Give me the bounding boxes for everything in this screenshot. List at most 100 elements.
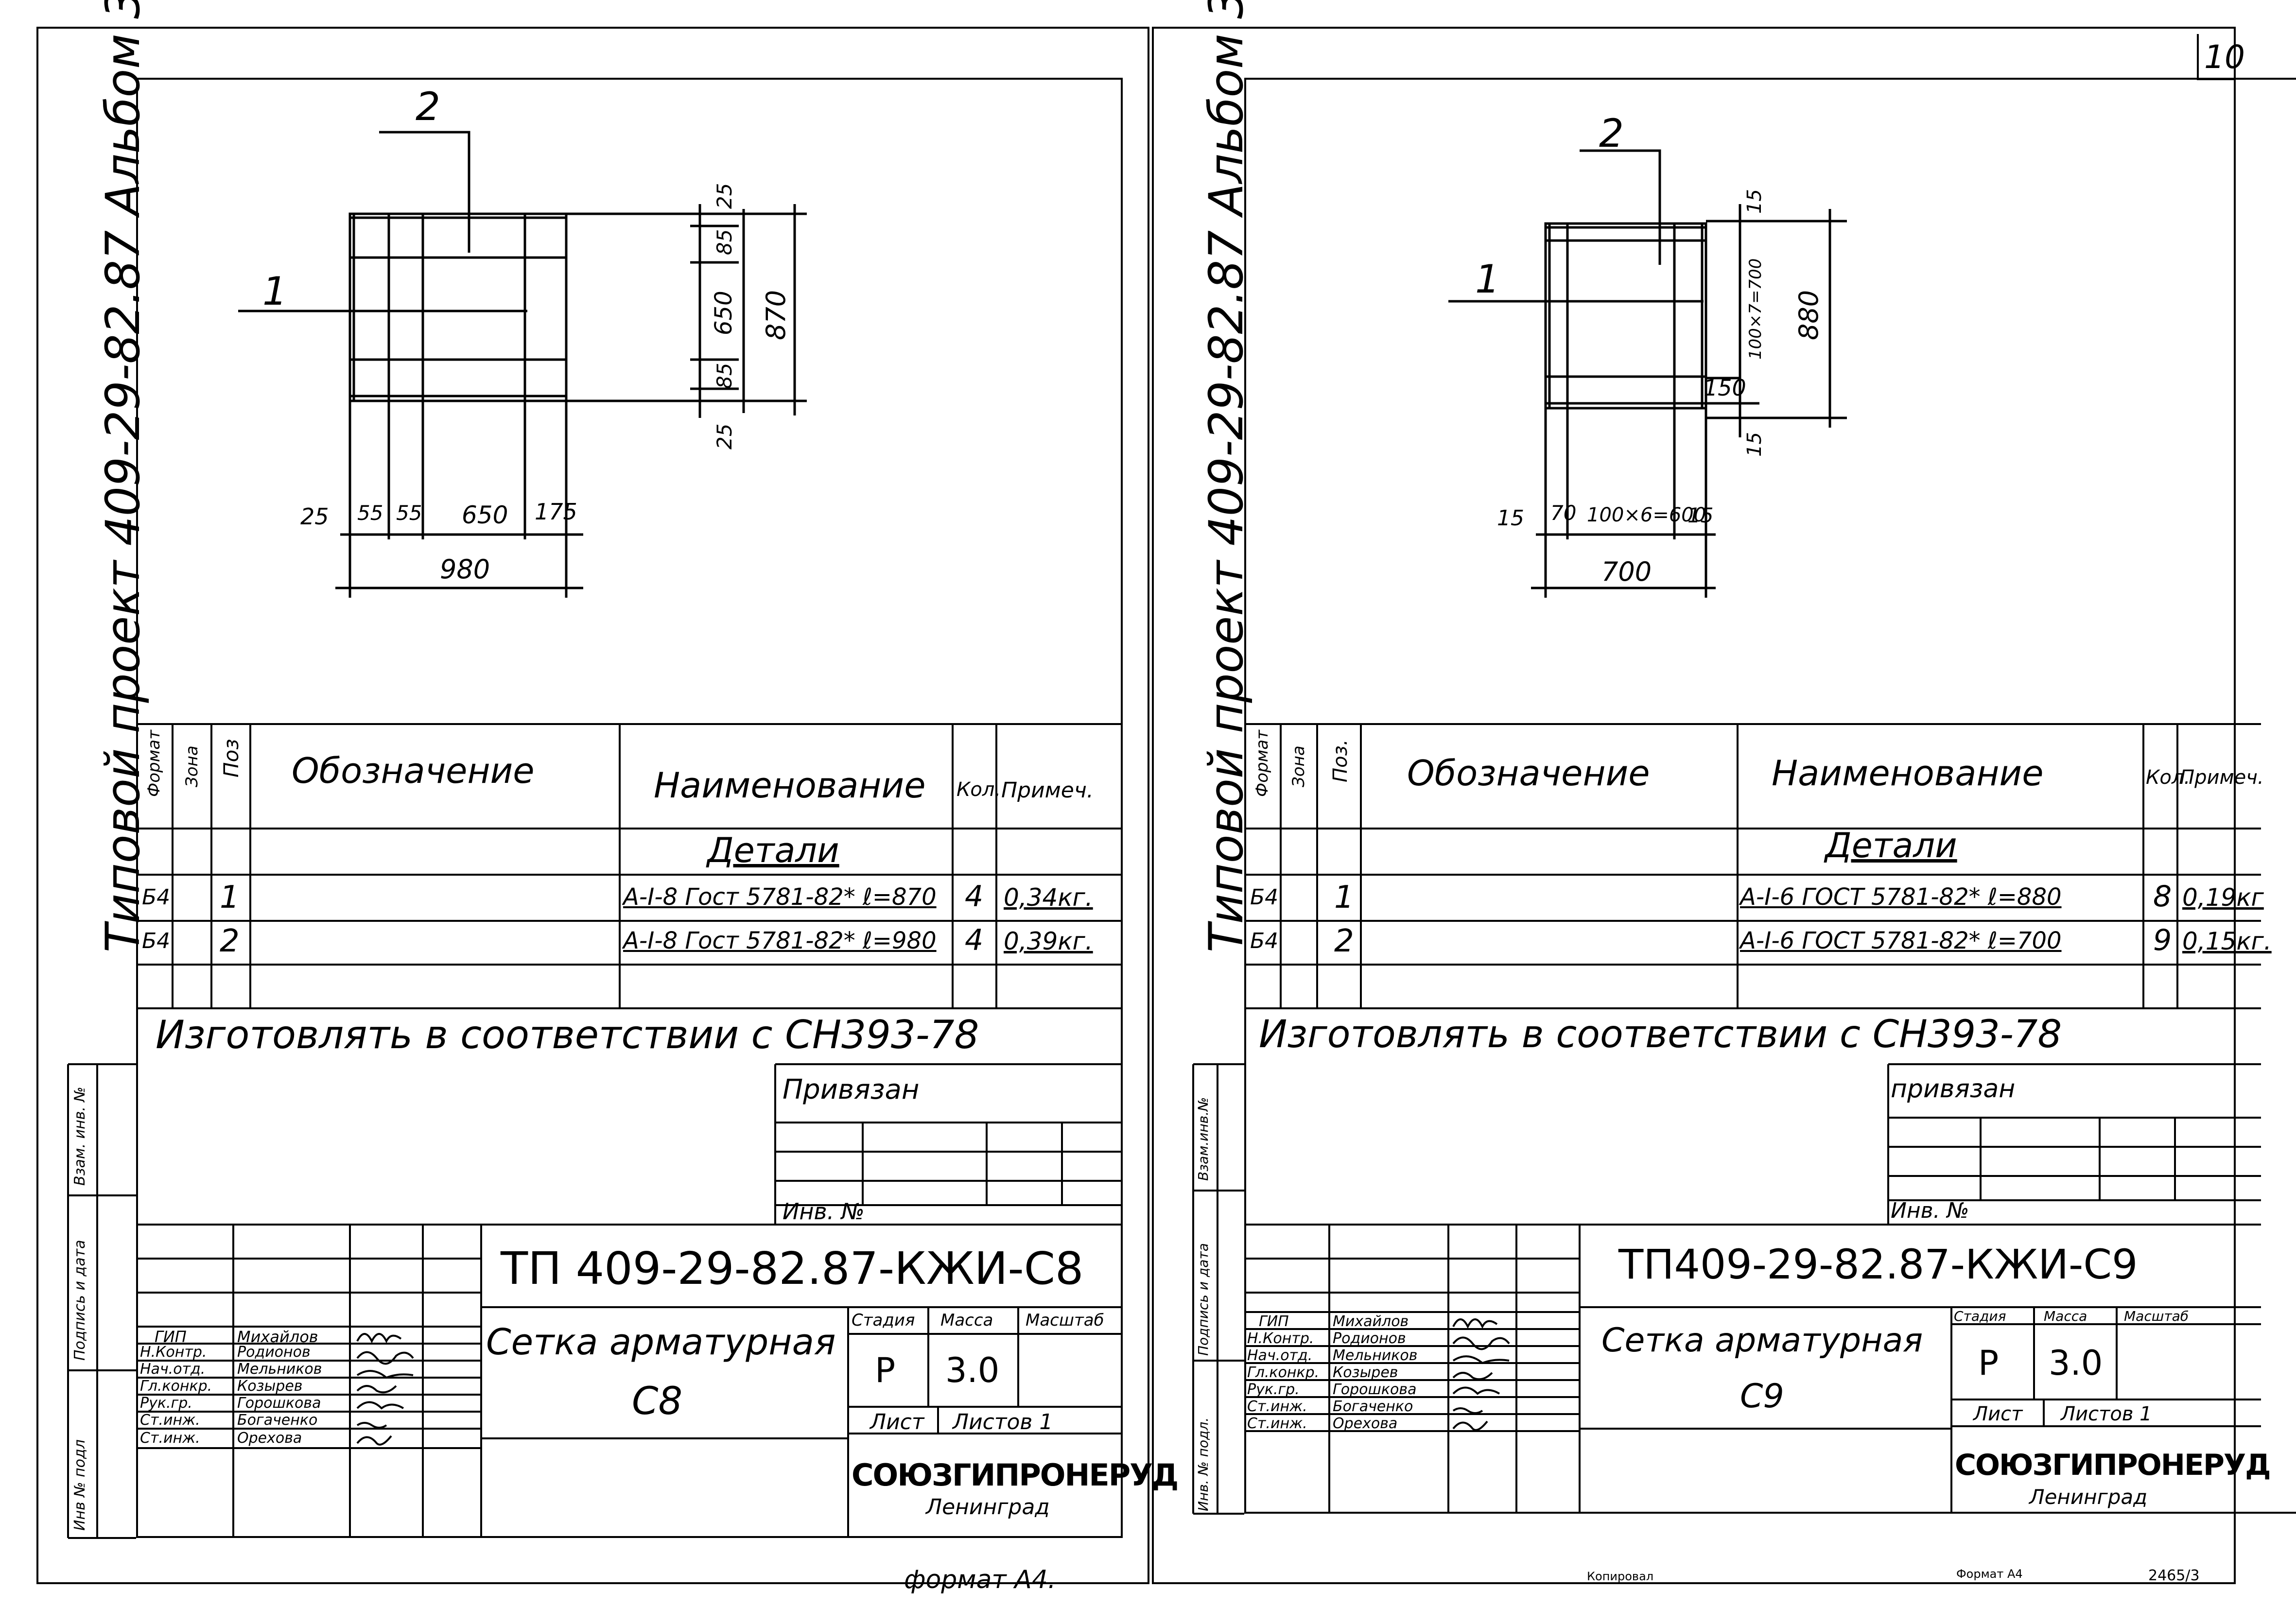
item-mark: С9 [1740, 1377, 1784, 1416]
spec-row-1-qty: 4 [965, 880, 984, 914]
spec-row-1-format: Б4 [1250, 885, 1279, 910]
sign-name-5: Горошкова [1333, 1381, 1417, 1398]
sheet-right: Типовой проект 409-29-82.87 Альбом 3 [1113, 0, 2296, 1624]
inner-frame [136, 78, 1123, 1538]
handwritten-signatures [1452, 1318, 1510, 1431]
spec-row-2-format: Б4 [142, 929, 171, 953]
scale-header: Масштаб [2124, 1308, 2189, 1324]
sign-name-3: Мельников [237, 1361, 322, 1378]
spec-header-name: Наименование [1772, 753, 2044, 794]
spec-header-note: Примеч. [1001, 778, 1094, 803]
dim-980: 980 [440, 554, 490, 585]
sign-role-6: Ст.инж. [140, 1412, 200, 1429]
sign-role-5: Рук.гр. [1247, 1381, 1300, 1398]
mass-value: 3.0 [2049, 1343, 2103, 1383]
spec-row-1-pos: 1 [1334, 880, 1354, 916]
manufacture-note: Изготовлять в соответствии с СН393-78 [1259, 1013, 2062, 1056]
sign-name-2: Родионов [1333, 1330, 1406, 1347]
page-number: 10 [2204, 38, 2245, 76]
dim-100x6: 100×6=600 [1587, 504, 1706, 526]
sign-role-1: ГИП [155, 1328, 187, 1346]
spec-row-1-qty: 8 [2153, 880, 2172, 914]
spec-header-qty: Кол. [957, 778, 1001, 801]
inner-frame [1244, 78, 2296, 1514]
inv-label: Инв. № [783, 1198, 865, 1225]
tied-block-grid [1887, 1063, 2261, 1225]
doc-code: ТП409-29-82.87-КЖИ-С9 [1618, 1241, 2138, 1288]
sign-role-5: Рук.гр. [140, 1395, 192, 1412]
spec-row-2-name: А-I-6 ГОСТ 5781-82* ℓ=700 [1740, 927, 2062, 954]
item-name: Сетка арматурная [1601, 1321, 1923, 1360]
dim-650-horizontal: 650 [462, 501, 508, 529]
spec-row-1-name: А-I-6 ГОСТ 5781-82* ℓ=880 [1740, 883, 2062, 911]
side-stamp-grid [1192, 1063, 1244, 1515]
dim-175: 175 [535, 499, 577, 525]
stage-value: Р [1978, 1343, 1999, 1383]
spec-section-details: Детали [1825, 826, 1957, 865]
sign-name-7: Орехова [237, 1430, 302, 1447]
scale-header: Масштаб [1026, 1311, 1104, 1330]
org-name: СОЮЗГИПРОНЕРУД [1955, 1448, 2271, 1482]
spec-header-note: Примеч. [2180, 766, 2264, 789]
org-city: Ленинград [926, 1495, 1050, 1520]
sign-name-5: Горошкова [237, 1395, 321, 1412]
stage-header: Стадия [852, 1311, 915, 1330]
spec-row-2-note: 0,15кг. [2182, 927, 2272, 955]
sign-name-1: Михайлов [1333, 1313, 1409, 1330]
sign-role-2: Н.Контр. [140, 1344, 207, 1361]
sign-role-4: Гл.конкр. [1247, 1364, 1320, 1381]
doc-code: ТП 409-29-82.87-КЖИ-С8 [501, 1243, 1084, 1295]
sign-role-4: Гл.конкр. [140, 1378, 212, 1395]
mass-value: 3.0 [945, 1350, 1000, 1390]
item-name: Сетка арматурная [486, 1321, 836, 1363]
spec-row-1-name: А-I-8 Гост 5781-82* ℓ=870 [623, 883, 937, 911]
manufacture-note: Изготовлять в соответствии с СН393-78 [156, 1012, 979, 1057]
sign-role-2: Н.Контр. [1247, 1330, 1314, 1347]
item-mark: С8 [632, 1380, 683, 1423]
sheet-left: Типовой проект 409-29-82.87 Альбом 3 [67, 0, 1179, 1592]
sign-role-7: Ст.инж. [140, 1430, 200, 1447]
sheet-label: Лист [1973, 1403, 2023, 1425]
sign-name-3: Мельников [1333, 1347, 1418, 1364]
title-block-grid [1244, 1224, 2261, 1514]
callout-1: 1 [1475, 257, 1500, 302]
spec-row-1-pos: 1 [220, 880, 240, 916]
spec-header-qty: Кол. [2146, 766, 2191, 789]
mesh-drawing-c9 [1448, 149, 1847, 598]
sign-role-3: Нач.отд. [140, 1361, 206, 1378]
mass-header: Масса [940, 1311, 993, 1330]
spec-row-2-name: А-I-8 Гост 5781-82* ℓ=980 [623, 927, 937, 954]
footer-copied: Копировал [1587, 1570, 1654, 1583]
spec-table-grid [136, 723, 1123, 1009]
dim-15-left: 15 [1497, 506, 1524, 531]
left-sheet-frame [36, 27, 1149, 1584]
sign-role-3: Нач.отд. [1247, 1347, 1313, 1364]
spec-section-details: Детали [707, 830, 839, 870]
stage-header: Стадия [1954, 1308, 2006, 1324]
stage-value: Р [875, 1350, 896, 1390]
dim-55a: 55 [357, 501, 383, 525]
callout-1: 1 [262, 269, 287, 314]
org-name: СОЮЗГИПРОНЕРУД [852, 1457, 1179, 1493]
dim-70: 70 [1550, 501, 1577, 525]
dim-700: 700 [1601, 556, 1652, 587]
side-stamp-grid [67, 1063, 136, 1539]
tied-label: Привязан [783, 1074, 920, 1106]
sign-name-6: Богаченко [237, 1412, 318, 1429]
spec-row-2-note: 0,39кг. [1004, 927, 1093, 955]
callout-2: 2 [416, 84, 440, 129]
spec-row-1-note: 0,34кг. [1004, 883, 1093, 912]
spec-table-grid [1244, 723, 2261, 1009]
title-block-grid [136, 1224, 1123, 1538]
tied-label: привязан [1891, 1074, 2016, 1104]
mesh-drawing-c8 [238, 131, 807, 598]
spec-row-2-qty: 9 [2153, 923, 2172, 957]
inv-label: Инв. № [1891, 1198, 1969, 1223]
spec-row-2-pos: 2 [1334, 923, 1354, 959]
sheets-count-label: Листов 1 [2061, 1403, 2152, 1425]
spec-header-designation: Обозначение [1407, 753, 1650, 794]
spec-row-1-note: 0,19кг [2182, 883, 2264, 912]
callout-2: 2 [1599, 111, 1624, 156]
dim-15-right: 15 [1687, 503, 1714, 527]
